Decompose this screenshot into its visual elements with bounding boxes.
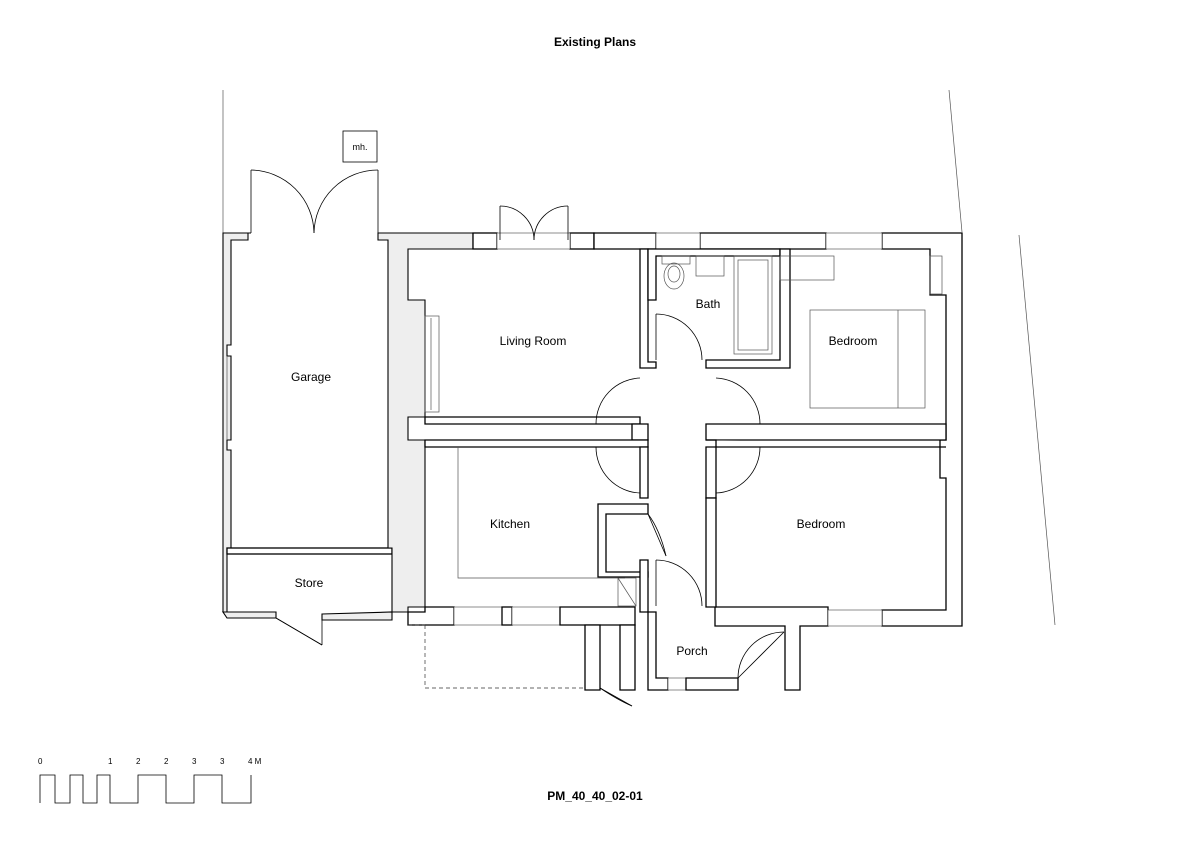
room-label-bedroom-2: Bedroom [797,517,846,531]
manhole-label: mh. [352,142,367,152]
store-door [275,617,323,646]
room-label-bedroom-1: Bedroom [829,334,878,348]
garage-walls [221,232,393,621]
room-label-living-room: Living Room [500,334,567,348]
drawing-title: Existing Plans [554,35,636,49]
scale-label-6: 4 M [248,757,262,766]
room-label-store: Store [295,576,324,590]
living-room-doors [499,205,569,241]
garage-doors [250,169,379,234]
interior-walls [424,248,947,691]
drawing-number: PM_40_40_02-01 [547,789,643,803]
manhole: mh. [342,130,378,163]
house-walls [377,232,963,691]
room-label-garage: Garage [291,370,331,384]
scale-label-3: 2 [164,757,169,766]
hall-doors [595,313,785,707]
scale-bar: 0 1 2 2 3 3 4 M [38,757,262,804]
scale-label-1: 1 [108,757,113,766]
room-labels: Garage Store Living Room Bath Bedroom Ki… [291,297,877,658]
room-label-kitchen: Kitchen [490,517,530,531]
scale-label-0: 0 [38,757,43,766]
dashed-outline [408,624,585,689]
room-label-bath: Bath [696,297,721,311]
scale-label-2: 2 [136,757,141,766]
scale-label-5: 3 [220,757,225,766]
scale-label-4: 3 [192,757,197,766]
room-label-porch: Porch [676,644,707,658]
site-boundary [222,89,1056,626]
fixtures [424,255,943,607]
